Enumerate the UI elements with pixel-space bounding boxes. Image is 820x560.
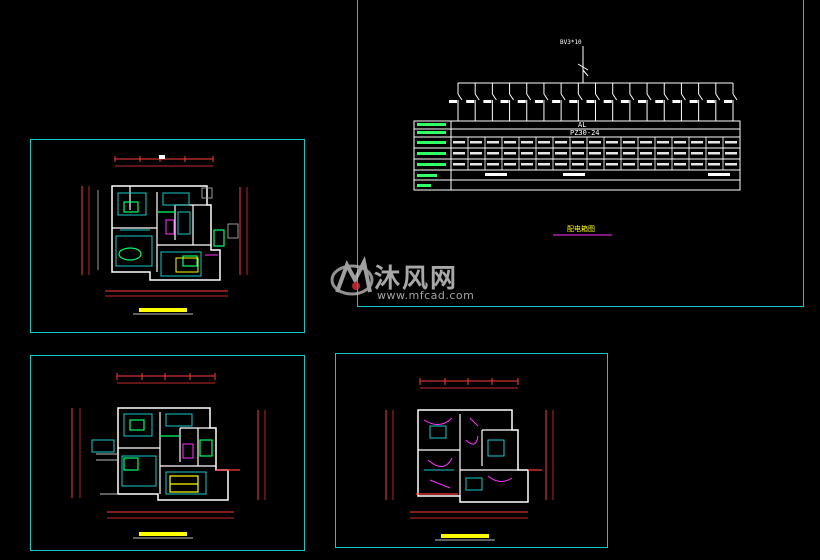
- watermark-brand: 沐风网: [374, 264, 459, 294]
- main-breaker-label: BV3*10: [560, 39, 582, 46]
- mf-logo-icon: [330, 255, 374, 296]
- drawing-frame-floor-plan-3: [335, 353, 608, 548]
- drawing-frame-distribution-box: [357, 0, 804, 307]
- drawing-frame-floor-plan-2: [30, 355, 305, 551]
- schedule-title: 配电箱图: [567, 224, 595, 233]
- distribution-schedule: AL PZ30-24 BV3*10 配电箱图: [413, 39, 741, 236]
- floor-plan-2: [71, 373, 266, 539]
- box-model-label: PZ30-24: [570, 129, 600, 137]
- drawing-frame-floor-plan-1: [30, 139, 305, 333]
- floor-plan-1: [81, 155, 248, 315]
- box-code-label: AL: [578, 121, 586, 129]
- watermark-url: www.mfcad.com: [377, 289, 475, 302]
- floor-plan-3: [385, 378, 554, 541]
